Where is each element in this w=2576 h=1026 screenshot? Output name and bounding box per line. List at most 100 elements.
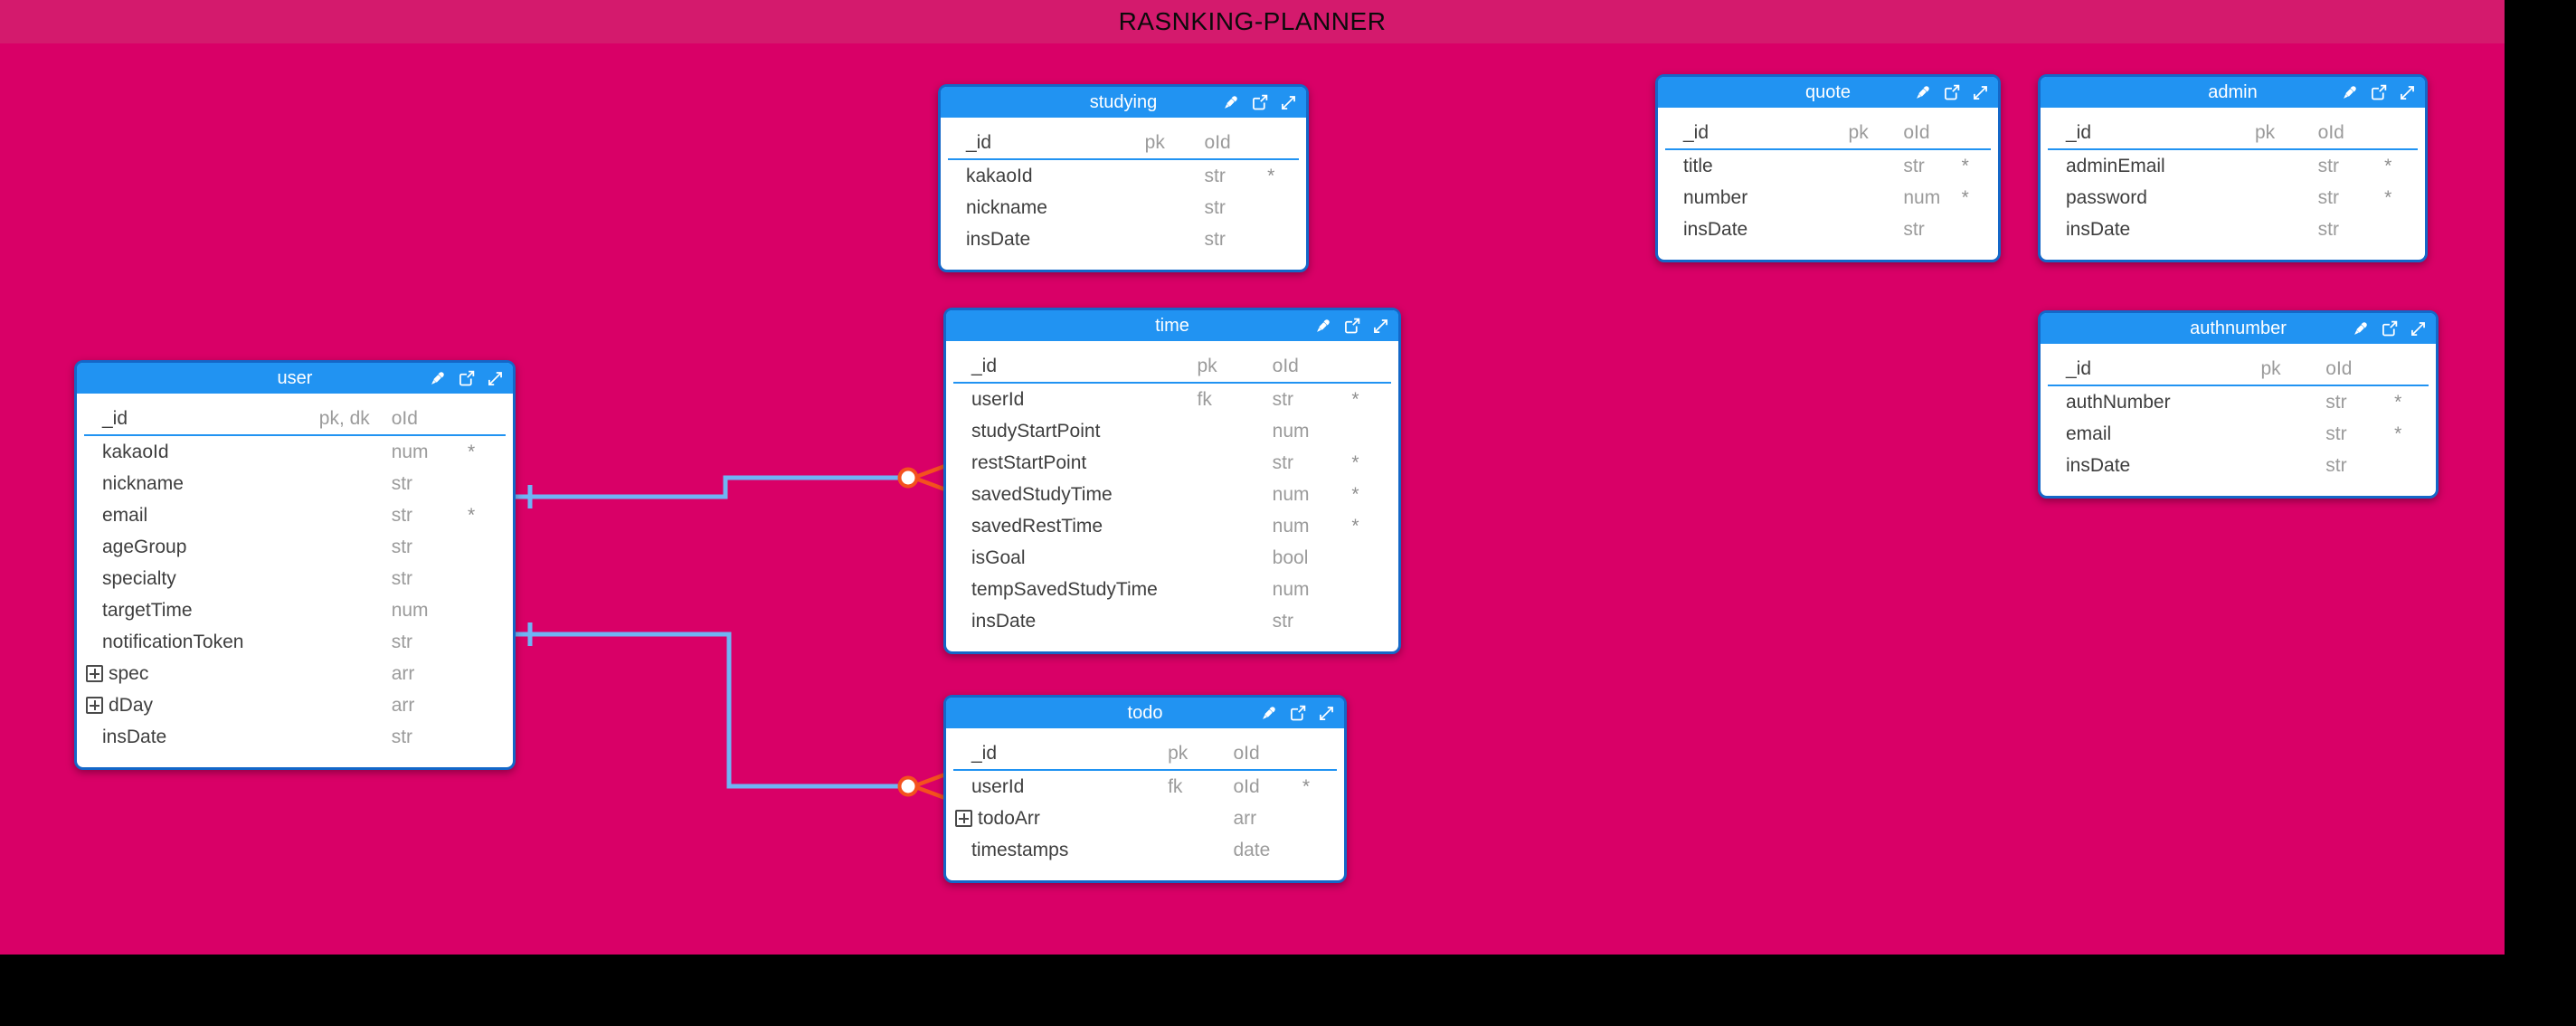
table-header-quote[interactable]: quote [1658, 77, 1998, 108]
open-in-new-window-icon[interactable] [2380, 319, 2399, 338]
column-key: pk [2260, 357, 2281, 379]
color-picker-icon[interactable] [2351, 319, 2370, 338]
color-picker-icon[interactable] [1313, 317, 1332, 336]
color-picker-icon[interactable] [2340, 83, 2359, 102]
table-header-icons [428, 363, 505, 394]
color-picker-icon[interactable] [1913, 83, 1932, 102]
color-picker-icon[interactable] [1221, 93, 1240, 112]
resize-expand-icon[interactable] [486, 369, 505, 388]
column-name: insDate [2066, 218, 2131, 240]
plus-box-icon[interactable] [955, 810, 972, 827]
table-header-time[interactable]: time [946, 310, 1398, 341]
open-in-new-window-icon[interactable] [1942, 83, 1961, 102]
open-in-new-window-icon[interactable] [1342, 317, 1361, 336]
relationship-user-todo[interactable] [512, 622, 948, 801]
open-in-new-window-icon[interactable] [1288, 704, 1307, 723]
color-picker-icon[interactable] [1259, 704, 1278, 723]
column-name: title [1683, 155, 1713, 176]
resize-expand-icon[interactable] [1317, 704, 1336, 723]
open-in-new-window-icon[interactable] [2369, 83, 2388, 102]
table-header-studying[interactable]: studying [941, 87, 1306, 118]
column-type: str [2317, 186, 2339, 208]
resize-expand-icon[interactable] [1279, 93, 1298, 112]
column-key: pk [2255, 121, 2276, 143]
resize-expand-icon[interactable] [1371, 317, 1390, 336]
column-name: isGoal [971, 546, 1026, 568]
column-name: ageGroup [102, 536, 187, 557]
table-header-todo[interactable]: todo [946, 698, 1344, 728]
plus-box-icon[interactable] [86, 697, 103, 714]
table-header-admin[interactable]: admin [2041, 77, 2425, 108]
column-name: nickname [966, 196, 1047, 218]
plus-box-icon[interactable] [86, 665, 103, 682]
resize-expand-icon[interactable] [2409, 319, 2428, 338]
open-in-new-window-icon[interactable] [457, 369, 476, 388]
resize-expand-icon[interactable] [1971, 83, 1990, 102]
relationship-user-time[interactable] [512, 463, 948, 508]
column-type: oId [1204, 131, 1231, 153]
color-picker-icon[interactable] [428, 369, 447, 388]
table-header-icons [1913, 77, 1990, 108]
table-header-authnumber[interactable]: authnumber [2041, 313, 2436, 344]
resize-expand-icon[interactable] [2398, 83, 2417, 102]
column-name: userId [971, 388, 1025, 410]
column-type: str [2325, 423, 2347, 444]
table-header-user[interactable]: user [77, 363, 513, 394]
open-in-new-window-icon[interactable] [1250, 93, 1269, 112]
column-name: restStartPoint [971, 451, 1087, 473]
column-name: spec [86, 663, 319, 685]
column-key: pk, dk [318, 407, 370, 429]
column-name: kakaoId [102, 441, 169, 462]
column-type: oId [1272, 355, 1299, 376]
